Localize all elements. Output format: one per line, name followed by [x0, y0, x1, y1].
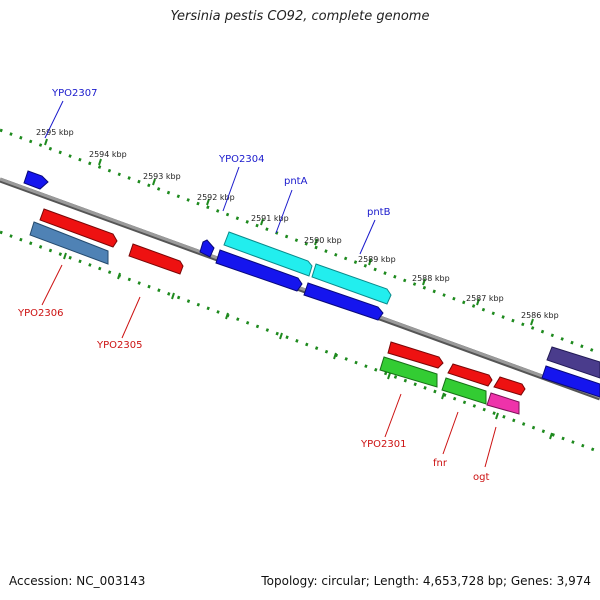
- ruler-tick: [314, 238, 318, 246]
- ruler-label: 2588 kbp: [412, 274, 450, 283]
- reverse-strand-features: [29, 208, 526, 415]
- ruler-tick: [422, 278, 426, 286]
- ruler-tick: [152, 178, 156, 186]
- ruler-tick: [476, 298, 480, 306]
- ruler-label: 2594 kbp: [89, 150, 127, 159]
- ruler-tick: [441, 392, 445, 400]
- leader-line: [222, 166, 240, 212]
- gene-label-fnr[interactable]: fnr: [433, 458, 448, 469]
- gene-label-ogt[interactable]: ogt: [473, 472, 489, 483]
- gene-label-ypo2305[interactable]: YPO2305: [96, 340, 142, 351]
- leader-line: [484, 426, 497, 468]
- leader-line: [359, 219, 376, 255]
- gene-label-pntb[interactable]: pntB: [367, 207, 391, 218]
- ruler-tick: [117, 272, 121, 280]
- ruler-label: 2589 kbp: [358, 255, 396, 264]
- ruler-tick: [387, 372, 391, 380]
- scale-track-bottom: [0, 230, 600, 454]
- gene-feature[interactable]: [199, 239, 215, 258]
- gene-feature[interactable]: [379, 356, 438, 388]
- ruler-major-ticks-top: [44, 138, 534, 326]
- gene-label-pnta[interactable]: pntA: [284, 176, 308, 187]
- ruler-tick: [44, 138, 48, 146]
- ruler-tick: [98, 158, 102, 166]
- ruler-tick: [549, 432, 553, 440]
- accession-text: Accession: NC_003143: [9, 574, 146, 588]
- gene-feature[interactable]: [546, 346, 600, 379]
- gene-feature[interactable]: [486, 392, 520, 415]
- gene-label-ypo2307[interactable]: YPO2307: [51, 88, 97, 99]
- gene-feature[interactable]: [387, 341, 444, 369]
- genome-backbone: [0, 177, 600, 399]
- leader-line: [442, 411, 459, 455]
- gene-feature[interactable]: [215, 249, 303, 292]
- ruler-tick: [260, 218, 264, 226]
- gene-feature[interactable]: [303, 282, 384, 321]
- gene-feature[interactable]: [23, 170, 49, 190]
- scale-track-top: [0, 128, 600, 355]
- gene-feature[interactable]: [441, 377, 487, 405]
- ruler-label: 2593 kbp: [143, 172, 181, 181]
- ruler-label: 2590 kbp: [304, 236, 342, 245]
- ruler-label: 2592 kbp: [197, 193, 235, 202]
- ruler-label: 2587 kbp: [466, 294, 504, 303]
- gene-feature[interactable]: [493, 376, 526, 396]
- leader-line: [275, 189, 293, 234]
- ruler-tick: [206, 198, 210, 206]
- leader-line: [384, 393, 402, 438]
- forward-strand-features: [23, 170, 600, 379]
- ruler-label: 2595 kbp: [36, 128, 74, 137]
- ruler-tick: [530, 318, 534, 326]
- ruler-tick: [495, 412, 499, 420]
- ruler-tick: [333, 352, 337, 360]
- leader-line: [44, 100, 64, 139]
- gene-label-ypo2304[interactable]: YPO2304: [218, 154, 264, 165]
- ruler-tick: [225, 312, 229, 320]
- ruler-tick: [171, 292, 175, 300]
- gene-label-ypo2306[interactable]: YPO2306: [17, 308, 63, 319]
- page-title: Yersinia pestis CO92, complete genome: [170, 9, 430, 24]
- leader-line: [121, 296, 141, 339]
- gene-feature[interactable]: [447, 363, 493, 387]
- ruler-label: 2586 kbp: [521, 311, 559, 320]
- gene-feature[interactable]: [128, 243, 184, 275]
- ruler-label: 2591 kbp: [251, 214, 289, 223]
- ruler-tick: [368, 258, 372, 266]
- gene-feature[interactable]: [541, 365, 600, 398]
- leader-line: [41, 264, 63, 306]
- blue-strand-features: [215, 249, 600, 398]
- gene-feature[interactable]: [29, 221, 109, 265]
- label-leaders: [41, 100, 497, 468]
- ruler-tick: [63, 252, 67, 260]
- gene-feature[interactable]: [39, 208, 118, 248]
- gene-feature[interactable]: [311, 263, 392, 305]
- ruler-tick: [279, 332, 283, 340]
- gene-label-ypo2301[interactable]: YPO2301: [360, 439, 406, 450]
- genome-summary-text: Topology: circular; Length: 4,653,728 bp…: [261, 574, 591, 588]
- gene-feature[interactable]: [223, 231, 313, 277]
- ruler-major-ticks-bottom: [63, 252, 553, 440]
